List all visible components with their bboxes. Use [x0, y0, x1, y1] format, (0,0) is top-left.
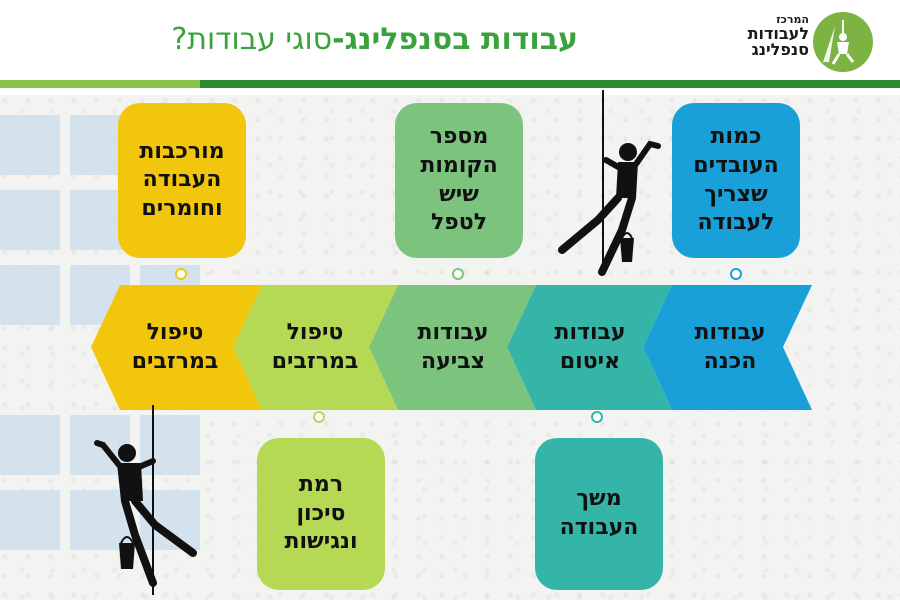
info-box-duration: משך העבודה — [535, 438, 663, 590]
chevron-gutters-1 — [233, 285, 398, 410]
header: עבודות בסנפלינג-סוגי עבודות? המרכז לעבוד… — [0, 0, 900, 95]
header-divider-light — [0, 80, 200, 88]
chevron-prep — [643, 285, 812, 410]
info-box-complexity: מורכבות העבודה וחומרים — [118, 103, 246, 258]
connector-dot — [175, 268, 187, 280]
connector-dot — [452, 268, 464, 280]
page-title: עבודות בסנפלינג-סוגי עבודות? — [171, 22, 578, 57]
info-box-complexity-text: מורכבות העבודה וחומרים — [139, 138, 225, 221]
rope-access-worker-icon — [94, 405, 197, 595]
info-box-duration-text: משך העבודה — [559, 486, 639, 540]
info-box-workers: כמות העובדים שצריך לעבודה — [672, 103, 800, 258]
connector-dot — [313, 411, 325, 423]
logo-line1: לעבודות — [747, 23, 809, 43]
chevron-painting-text: עבודות צביעה — [417, 319, 489, 374]
chevron-gutters-2 — [91, 285, 262, 410]
info-box-workers-text: כמות העובדים שצריך לעבודה — [693, 124, 779, 236]
chevron-painting-label: עבודות צביעה — [393, 285, 513, 410]
rope-access-worker-icon — [558, 90, 661, 276]
title-rest: סוגי עבודות? — [171, 22, 333, 57]
info-box-risk: רמת סיכון ונגישות — [257, 438, 385, 590]
logo-line2: סנפלינג — [751, 40, 809, 60]
chevron-painting — [369, 285, 536, 410]
logo-text: המרכז לעבודות סנפלינג — [725, 14, 809, 59]
process-arrows — [91, 285, 812, 410]
chevron-gutters-1-label: טיפול במרזבים — [255, 285, 375, 410]
header-divider-dark — [200, 80, 900, 88]
chevron-prep-text: עבודות הכנה — [694, 319, 766, 374]
chevron-gutters-2-text: טיפול במרזבים — [131, 319, 219, 374]
title-bold: עבודות בסנפלינג- — [332, 22, 578, 57]
info-box-floors-text: מספר הקומות שיש לטפל — [420, 124, 498, 236]
chevron-gutters-2-label: טיפול במרזבים — [110, 285, 240, 410]
info-box-floors: מספר הקומות שיש לטפל — [395, 103, 523, 258]
climber-logo-icon — [813, 12, 873, 72]
chevron-gutters-1-text: טיפול במרזבים — [271, 319, 359, 374]
connector-dot — [591, 411, 603, 423]
chevron-prep-label: עבודות הכנה — [670, 285, 790, 410]
chevron-sealing-text: עבודות איטום — [554, 319, 626, 374]
chevron-sealing — [507, 285, 672, 410]
chevron-sealing-label: עבודות איטום — [530, 285, 650, 410]
connector-dot — [730, 268, 742, 280]
logo-small: המרכז — [776, 13, 809, 26]
info-box-risk-text: רמת סיכון ונגישות — [284, 472, 358, 555]
